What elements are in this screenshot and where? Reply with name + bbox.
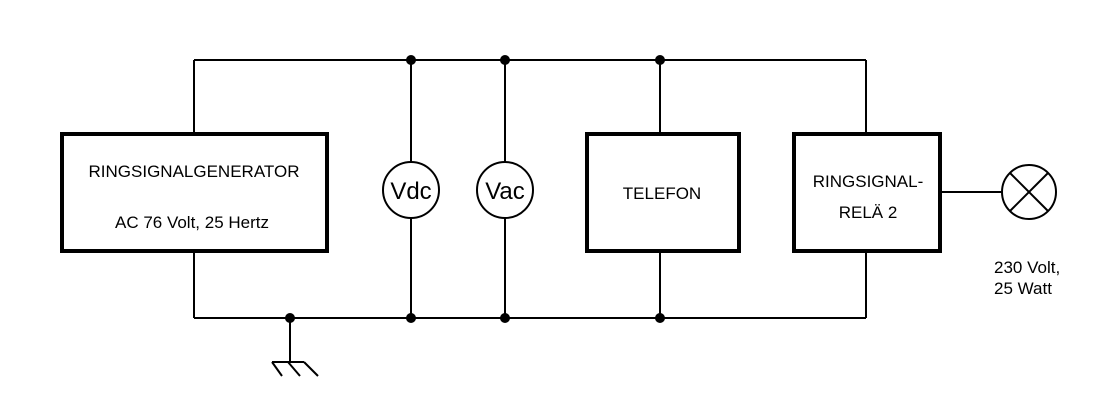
telephone: TELEFON [585, 132, 741, 253]
junction-dot [406, 55, 416, 65]
lamp-cross-icon [1009, 172, 1049, 212]
junction-dot [500, 313, 510, 323]
vac-label: Vac [485, 178, 525, 205]
vdc-meter-circle [382, 161, 440, 219]
junction-dot [285, 313, 295, 323]
vdc-label: Vdc [390, 178, 431, 205]
junction-dot [655, 55, 665, 65]
relay-label-line1: RINGSIGNAL- [813, 172, 924, 191]
generator-spec: AC 76 Volt, 25 Hertz [115, 213, 269, 232]
generator-box [60, 132, 329, 253]
relay-box [792, 132, 942, 253]
lamp-spec-line2: 25 Watt [994, 279, 1052, 298]
dc-voltmeter: Vdc [382, 161, 440, 219]
generator-label: RINGSIGNALGENERATOR [89, 162, 300, 181]
ring-signal-relay: RINGSIGNAL- RELÄ 2 [792, 132, 942, 253]
junction-dot [655, 313, 665, 323]
junctions [285, 55, 665, 323]
vac-meter-circle [476, 161, 534, 219]
ac-voltmeter: Vac [476, 161, 534, 219]
lamp: 230 Volt, 25 Watt [994, 164, 1060, 298]
junction-dot [500, 55, 510, 65]
relay-label-line2: RELÄ 2 [839, 203, 898, 222]
junction-dot [406, 313, 416, 323]
lamp-spec-line1: 230 Volt, [994, 258, 1060, 277]
telephone-label: TELEFON [623, 184, 701, 203]
ring-signal-generator: RINGSIGNALGENERATOR AC 76 Volt, 25 Hertz [60, 132, 329, 253]
wiring [193, 59, 1002, 362]
ground-symbol [271, 361, 319, 377]
telephone-box [585, 132, 741, 253]
